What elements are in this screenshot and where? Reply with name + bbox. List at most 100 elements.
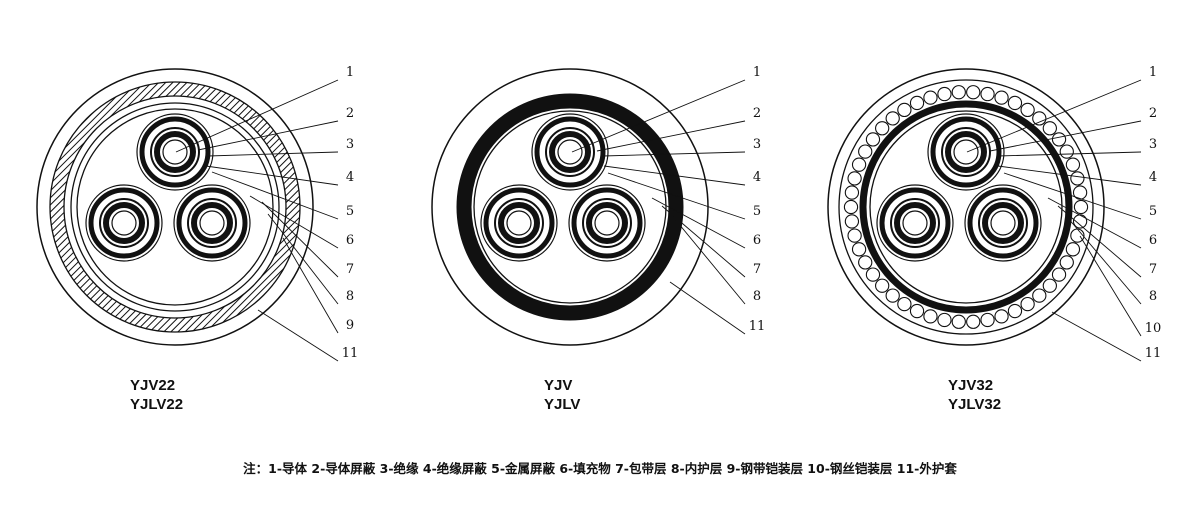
leader-line: [211, 171, 339, 220]
callout-number: 7: [346, 262, 354, 277]
leader-line: [1003, 172, 1142, 220]
steel-wire: [851, 242, 867, 257]
leader-line: [661, 205, 746, 278]
steel-wire: [844, 214, 860, 229]
model-line-1: YJV: [544, 377, 573, 394]
leader-line: [205, 165, 339, 186]
model-line-2: YJLV22: [130, 396, 184, 413]
callout-number: 4: [346, 170, 354, 185]
steel-wire: [897, 296, 912, 312]
model-line-2: YJLV: [544, 396, 581, 413]
inner-sheath: [70, 102, 280, 312]
leader-line: [602, 151, 746, 157]
steel-wire: [1032, 111, 1047, 126]
conductor: [594, 210, 620, 236]
callout-number: 11: [342, 346, 359, 361]
steel-wire: [923, 309, 938, 324]
callout-number: 3: [1149, 137, 1157, 152]
callout-number: 6: [346, 233, 354, 248]
conductor: [506, 210, 532, 236]
callout-number: 5: [346, 204, 354, 219]
conductor-core-1: [531, 113, 609, 191]
callout-number: 11: [749, 319, 766, 334]
leader-line: [197, 120, 339, 151]
steel-wire: [937, 86, 952, 102]
steel-wire: [1059, 255, 1074, 270]
callout-number: 8: [1149, 289, 1157, 304]
cores: [480, 113, 646, 262]
callout-number: 6: [1149, 233, 1157, 248]
conductor: [902, 210, 928, 236]
inner-sheath-band: [456, 93, 684, 321]
steel-wire: [980, 312, 995, 328]
cable-yjv: [431, 68, 709, 346]
leader-line: [669, 281, 746, 335]
steel-wire: [909, 95, 925, 111]
callout-number: 6: [753, 233, 761, 248]
wrapping-tape: [869, 110, 1063, 304]
conductor: [199, 210, 225, 236]
callout-number: 11: [1145, 346, 1162, 361]
steel-wire: [1042, 121, 1057, 136]
callout-number: 10: [1145, 321, 1162, 336]
conductor: [990, 210, 1016, 236]
leader-line: [282, 237, 339, 334]
steel-wire: [1072, 185, 1088, 200]
callout-number: 8: [346, 289, 354, 304]
leader-line: [989, 120, 1142, 152]
steel-wire: [875, 278, 890, 293]
steel-wire: [1051, 267, 1067, 282]
steel-wire: [1051, 132, 1067, 147]
leader-line: [603, 165, 746, 186]
cores: [85, 113, 251, 262]
leader-line: [1051, 311, 1142, 362]
steel-wire: [865, 132, 881, 147]
leader-line: [1079, 235, 1142, 337]
model-line-1: YJV32: [948, 377, 994, 394]
conductor-core-3: [568, 184, 646, 262]
callout-number: 8: [753, 289, 761, 304]
steel-tape-armour: [50, 82, 300, 332]
conductor-core-2: [480, 184, 558, 262]
callout-number: 1: [753, 65, 761, 80]
steel-wire: [980, 86, 995, 102]
steel-wire-armour: [843, 85, 1089, 329]
steel-wire: [966, 314, 981, 329]
leader-line: [257, 309, 339, 362]
leader-line: [651, 197, 746, 249]
steel-wire: [847, 228, 862, 243]
steel-wire: [1032, 288, 1047, 303]
steel-wire: [1020, 102, 1035, 118]
conductor-core-2: [876, 184, 954, 262]
callout-number: 2: [346, 106, 354, 121]
steel-wire: [951, 85, 966, 100]
callout-number: 3: [753, 137, 761, 152]
steel-wire: [1059, 144, 1074, 159]
inner-sheath-band: [859, 100, 1073, 314]
steel-wire: [966, 85, 981, 100]
callout-number: 3: [346, 137, 354, 152]
cable-title-yjv32: YJV32 YJLV32: [948, 376, 1001, 414]
steel-wire: [847, 171, 862, 186]
cable-yjv32: [827, 68, 1105, 346]
steel-wire: [994, 90, 1009, 105]
cores: [876, 113, 1042, 262]
callout-number: 2: [753, 106, 761, 121]
conductor-core-2: [85, 184, 163, 262]
cable-title-yjv: YJV YJLV: [544, 376, 580, 414]
steel-wire: [1073, 199, 1089, 215]
conductor: [557, 139, 583, 165]
steel-wire: [1070, 228, 1085, 243]
leader-line: [571, 79, 746, 153]
steel-wire: [1007, 303, 1023, 319]
callout-number: 5: [753, 204, 761, 219]
callout-number: 9: [346, 318, 354, 333]
leader-line: [966, 79, 1142, 153]
steel-wire: [937, 312, 952, 328]
steel-wire: [1042, 278, 1057, 293]
steel-wire: [897, 102, 912, 118]
leader-line: [267, 213, 339, 305]
